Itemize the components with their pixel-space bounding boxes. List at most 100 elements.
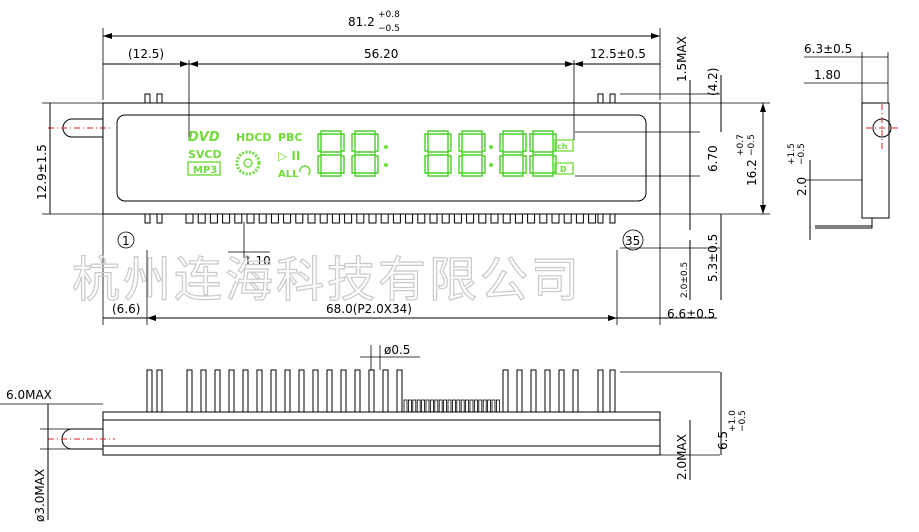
pin-span-dim: 68.0(P2.0X34) — [326, 302, 412, 316]
bottom-body — [102, 411, 661, 456]
pin-stub — [465, 399, 470, 413]
bottom-height-tol-plus: +1.0 — [728, 410, 738, 432]
pin-stub — [469, 399, 474, 413]
digit-8 — [351, 130, 379, 177]
bottom-max-dim: 2.0MAX — [675, 434, 689, 480]
pin — [563, 213, 572, 224]
pin — [197, 213, 206, 224]
overall-width-tol-plus: +0.8 — [378, 10, 400, 20]
pin — [368, 213, 377, 224]
pin — [258, 213, 267, 224]
tube-diameter-dim: ø3.0MAX — [33, 469, 47, 522]
pin-stub — [421, 399, 426, 413]
body-height-tol-plus: +0.7 — [736, 134, 746, 156]
pin — [539, 213, 548, 224]
pin-base-dim: 2.0±0.5 — [680, 262, 690, 298]
pin-1-label: 1 — [122, 234, 130, 248]
pin-stub — [425, 399, 430, 413]
pin-stub — [482, 399, 487, 413]
colon-dot — [489, 145, 493, 149]
pin — [185, 213, 194, 224]
front-view: 81.2 +0.8 −0.5 (12.5) 56.20 12.5±0.5 DVD… — [35, 10, 770, 325]
pin — [382, 369, 389, 413]
pin — [597, 369, 604, 413]
pin — [417, 213, 426, 224]
play-pause-icon: ▷ II — [278, 149, 300, 163]
side-height-tol-plus: +1.5 — [787, 143, 797, 165]
bottom-height-dim: 6.5 — [716, 431, 730, 450]
pin — [295, 213, 304, 224]
center-span-dim: 56.20 — [364, 47, 398, 61]
pin — [530, 369, 537, 413]
pin — [200, 369, 207, 413]
seven-segment-digits — [317, 130, 557, 177]
pin — [380, 213, 389, 224]
pin — [392, 213, 401, 224]
bottom-pin-row — [185, 213, 597, 224]
pin-stub — [438, 399, 443, 413]
side-view: 6.3±0.5 1.80 2.0 +1.5 −0.5 — [787, 42, 898, 240]
pin — [242, 369, 249, 413]
pin — [609, 369, 616, 413]
window-height-dim: 6.70 — [706, 145, 720, 172]
company-watermark: 杭州连海科技有限公司 — [72, 252, 582, 308]
pin — [588, 213, 597, 224]
top-max-dim: 1.5MAX — [675, 36, 689, 82]
bottom-view: ø0.5 6.0MAX ø3.0MAX 2.0MAX 6.5 +1.0 −0.5 — [0, 343, 748, 522]
pin — [575, 213, 584, 224]
dvd-logo: DVD — [188, 130, 220, 145]
pin — [319, 213, 328, 224]
front-max-dim: 6.0MAX — [6, 388, 52, 402]
ch-indicator: ch — [557, 142, 568, 151]
pin — [558, 369, 565, 413]
side-body — [861, 102, 890, 219]
pin — [516, 369, 523, 413]
pin — [146, 369, 153, 413]
pin — [344, 213, 353, 224]
pin — [326, 369, 333, 413]
pin-stub — [416, 399, 421, 413]
pin — [514, 213, 523, 224]
pin-stub — [412, 399, 417, 413]
pin-35-label: 35 — [625, 234, 640, 248]
pin — [441, 213, 450, 224]
side-inner-dim: 1.80 — [814, 68, 841, 82]
pin-pitch-dim: 1.10 — [244, 254, 271, 268]
colon-dot — [489, 163, 493, 167]
pin — [502, 213, 511, 224]
pin — [453, 213, 462, 224]
pin-stub — [443, 399, 448, 413]
pin — [186, 369, 193, 413]
pin — [228, 369, 235, 413]
repeat-icon — [299, 165, 311, 176]
digit-8 — [458, 130, 486, 177]
pin-stub — [478, 399, 483, 413]
digit-8 — [529, 130, 557, 177]
pbc-indicator: PBC — [278, 131, 303, 144]
pin — [405, 213, 414, 224]
pin-stub — [460, 399, 465, 413]
pin — [246, 213, 255, 224]
pin — [284, 369, 291, 413]
pin — [209, 213, 218, 224]
pin — [356, 213, 365, 224]
pin — [340, 369, 347, 413]
digit-8 — [424, 130, 452, 177]
pin — [429, 213, 438, 224]
pin-stub — [429, 399, 434, 413]
pin — [502, 369, 509, 413]
svcd-indicator: SVCD — [188, 148, 222, 161]
pin — [527, 213, 536, 224]
repeat-all-indicator: ALL — [278, 169, 299, 180]
pin-stub — [491, 399, 496, 413]
bottom-pin-row-side — [146, 369, 616, 413]
pin-stub — [434, 399, 439, 413]
digit-8 — [317, 130, 345, 177]
display-window — [116, 114, 647, 202]
pin-stub — [447, 399, 452, 413]
right-offset-dim: 12.5±0.5 — [590, 47, 646, 61]
digit-8 — [499, 130, 527, 177]
pin — [466, 213, 475, 224]
pin — [222, 213, 231, 224]
body-height-dim: 16.2 — [745, 159, 759, 186]
